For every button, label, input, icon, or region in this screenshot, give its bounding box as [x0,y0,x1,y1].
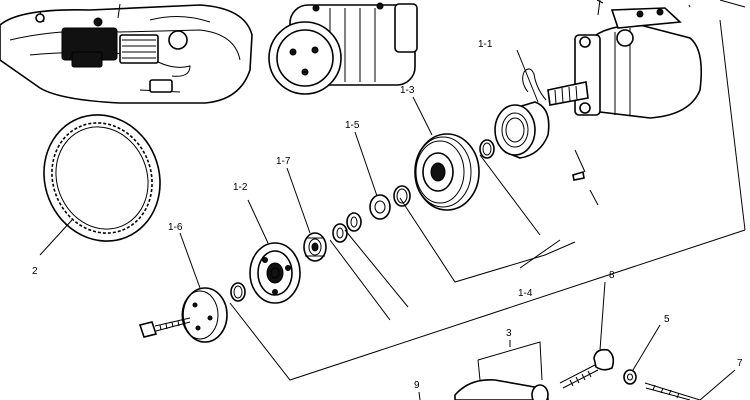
callout-9: 9 [414,380,420,391]
callout-labels: 1-1 1-2 1-3 1-4 1-5 1-6 1-7 2 3 5 7 8 9 [32,39,743,391]
field-coil-part-1-1 [494,68,550,159]
callout-8: 8 [609,270,615,281]
callout-1-5: 1-5 [345,120,360,131]
snap-ring [479,139,495,159]
engine-compartment-illustration [0,3,253,104]
clutch-hub-part-1-2 [249,242,301,304]
pulley-part-1-3 [414,133,480,211]
callout-1-3: 1-3 [400,85,415,96]
callout-1-1: 1-1 [478,39,493,50]
shim-ring-part-1-5 [369,194,391,220]
mounting-bolt [138,317,191,338]
callout-5: 5 [664,314,670,325]
callout-1-2: 1-2 [233,182,248,193]
callout-1-4: 1-4 [518,288,533,299]
bolt-part-8 [559,348,615,389]
leader-lines [39,0,746,400]
washer-part-5 [623,369,637,385]
callout-3: 3 [506,328,512,339]
callout-2: 2 [32,266,38,277]
washer [346,212,362,232]
compressor-front-view [268,2,418,95]
callout-1-6: 1-6 [168,222,183,233]
callout-1-7: 1-7 [276,156,291,167]
snap-ring [230,282,246,302]
bracket-part-3 [454,378,549,400]
collar-part-1-7 [303,232,327,262]
washer [332,223,348,243]
clutch-front-plate-part-1-6 [181,287,228,343]
callout-7: 7 [737,358,743,369]
drive-belt [43,114,161,242]
bolt-part-7 [644,382,701,400]
compressor-side-view [547,7,703,181]
